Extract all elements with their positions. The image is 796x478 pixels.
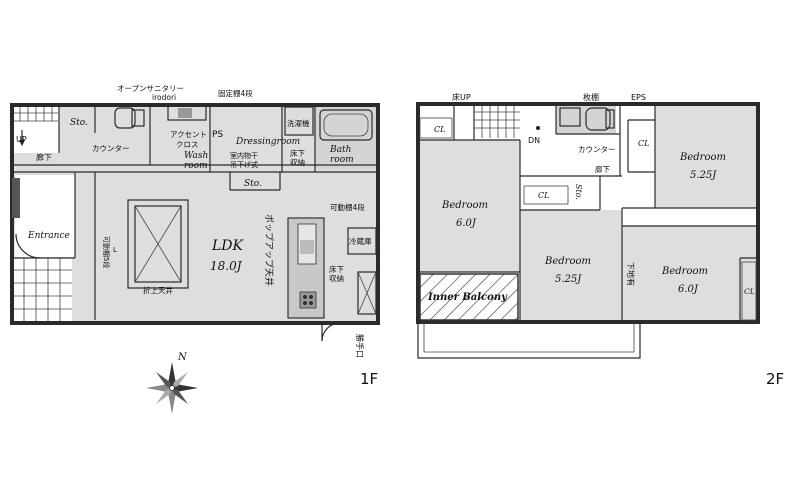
back-door-swing	[321, 322, 341, 342]
bedroom-tl-size: 6.0J	[456, 218, 477, 229]
pantry-cabinet	[357, 271, 377, 315]
adjustable-shelf-label: 可動棚4段	[330, 202, 365, 212]
storage-top-label: Sto.	[70, 118, 88, 128]
floor-2-labels: 床UP 枚棚 EPS CL DN カウンター 廊下 CL Bedroom 5.2…	[427, 92, 784, 388]
cl-1-box	[419, 117, 453, 139]
bedroom-tl-fill	[418, 140, 520, 272]
indoor-dry-label-2: 吊下げ式	[230, 160, 258, 169]
floor-1-plan	[10, 103, 380, 342]
irodori-note: irodori	[152, 93, 176, 102]
bedroom-tr-label: Bedroom	[679, 152, 726, 163]
indoor-dry-label: 室内物干	[230, 151, 258, 160]
wash-room-label-2: room	[184, 161, 208, 171]
counter-label: カウンター	[92, 144, 130, 153]
f1-washbasin	[167, 105, 207, 121]
cl-2-box	[523, 185, 569, 205]
bedroom-mid-label: Bedroom	[544, 256, 591, 267]
dressing-room-label: Dressingroom	[235, 137, 300, 147]
cl-4-label: CL	[744, 287, 755, 296]
attic-note: 下地有	[626, 262, 636, 286]
l-mark: L	[113, 246, 117, 254]
shelf-note: 枚棚	[583, 92, 599, 102]
kitchen-underfloor-label-2: 収納	[329, 273, 344, 283]
floor-2-plan	[416, 102, 760, 359]
compass-icon	[146, 362, 198, 414]
bath-label-2: room	[330, 155, 354, 165]
f1-interior-walls	[12, 105, 378, 320]
bedroom-mid-fill	[520, 210, 622, 322]
underfloor-label-2: 収納	[290, 157, 305, 167]
floor-2-title: 2F	[766, 370, 784, 388]
bedroom-br-label: Bedroom	[661, 266, 708, 277]
floor-up-note: 床UP	[452, 92, 471, 102]
washing-machine	[284, 106, 314, 136]
entrance-fill	[15, 175, 75, 257]
hall-2f-label: 廊下	[595, 164, 610, 174]
f1-toilet	[114, 107, 145, 129]
accent-cloth-label-2: クロス	[176, 140, 199, 149]
inner-balcony	[419, 273, 519, 321]
ldk-size: 18.0J	[210, 259, 243, 273]
bedroom-br-size: 6.0J	[678, 284, 699, 295]
bedroom-tr-size: 5.25J	[690, 170, 717, 181]
bedroom-tl-label: Bedroom	[441, 200, 488, 211]
back-door-label: 勝手口	[355, 334, 365, 358]
entrance-door-swing	[15, 233, 41, 259]
ps-label: PS	[212, 130, 223, 140]
bathtub	[319, 109, 373, 141]
bedroom-tr-fill	[655, 104, 758, 208]
fixed-shelf-note: 固定棚4段	[218, 88, 253, 98]
storage-mid-label: Sto.	[244, 179, 262, 189]
popup-ceiling-label: ポップアップ天井	[263, 214, 275, 286]
entrance-wall-section	[12, 178, 20, 218]
cl-3-label: CL	[638, 139, 649, 148]
f2-outer-wall	[416, 102, 760, 324]
floor-1-title: 1F	[360, 370, 378, 388]
compass-north-label: N	[177, 352, 188, 363]
f2-interior-walls	[418, 104, 758, 322]
entrance-label: Entrance	[27, 231, 70, 241]
porch-tiles	[12, 258, 72, 322]
bath-label: Bath	[329, 145, 351, 155]
bedroom-br-fill	[622, 226, 758, 322]
open-sanitary-note: オープンサニタリー	[117, 84, 184, 93]
eps-note: EPS	[631, 93, 646, 102]
f2-stairs	[474, 104, 540, 138]
cl-4-box	[741, 261, 757, 321]
fridge-label: 冷蔵庫	[349, 236, 372, 246]
stairs-dn-label: DN	[528, 136, 540, 145]
balcony-railing	[417, 322, 641, 359]
fridge	[347, 227, 377, 255]
laundry-label: 洗濯機	[287, 118, 310, 128]
counter-2f-label: カウンター	[578, 145, 616, 154]
bedroom-mid-size: 5.25J	[555, 274, 582, 285]
kitchen-island	[287, 217, 325, 319]
cl-1-label: CL	[434, 125, 445, 134]
porch-tile-fill	[12, 258, 72, 322]
kitchen-underfloor-label: 床下	[329, 264, 344, 274]
floor-1-labels: オープンサニタリー irodori 固定棚4段 Sto. UP 廊下 カウンター…	[16, 84, 378, 388]
f2-toilet	[559, 107, 615, 131]
storage-2f-label: Sto.	[574, 184, 583, 200]
inner-balcony-label: Inner Balcony	[427, 292, 508, 303]
cl-2-label: CL	[538, 191, 549, 200]
ldk-label: LDK	[211, 238, 245, 254]
adjustable-shelf-left-label: 可動棚5段	[102, 236, 111, 268]
f1-stairs	[14, 105, 58, 146]
accent-cloth-label: アクセント	[170, 130, 207, 139]
folded-ceiling	[127, 199, 189, 289]
hall-label: 廊下	[36, 152, 52, 162]
underfloor-label: 床下	[290, 148, 305, 158]
wash-room-label: Wash	[184, 151, 208, 161]
stairs-up-label: UP	[16, 135, 27, 144]
folded-ceiling-label: 折上天井	[143, 285, 173, 295]
